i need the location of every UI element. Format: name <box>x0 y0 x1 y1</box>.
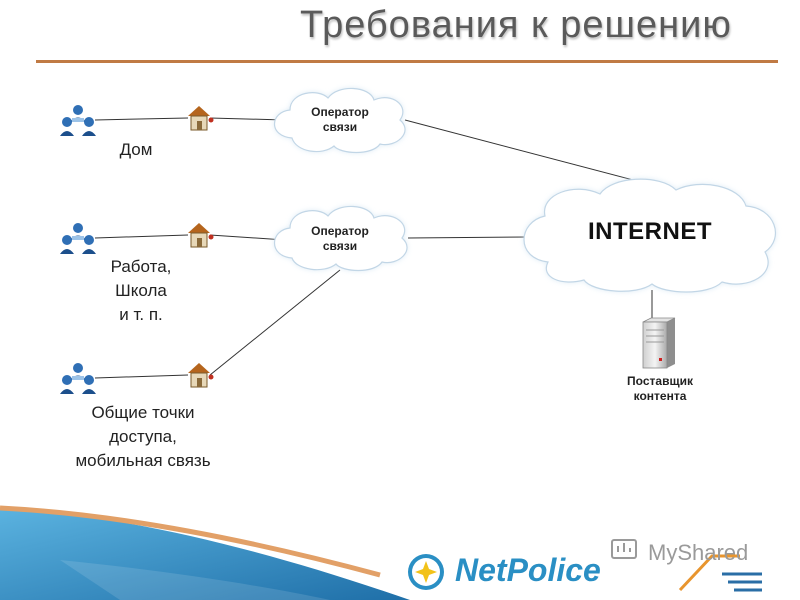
link-home-users-router <box>94 117 189 121</box>
link-public-router-operator <box>209 269 341 376</box>
site-label-public: Общие точки доступа, мобильная связь <box>75 403 211 470</box>
connection-lines <box>94 117 653 379</box>
server-icon <box>642 317 676 369</box>
link-operator1-internet <box>404 119 653 186</box>
title-divider <box>36 60 778 63</box>
operator-cloud-1 <box>274 87 406 154</box>
site-label-home: Дом <box>119 140 153 159</box>
users-group-icon-home <box>60 105 96 136</box>
house-router-icon-work <box>188 223 214 248</box>
link-work-users-router <box>94 234 189 239</box>
operator-label-1: Оператор связи <box>311 105 369 134</box>
house-router-icon-home <box>188 106 214 131</box>
users-group-icon-work <box>60 223 96 254</box>
user-figure-icon <box>60 363 96 394</box>
internet-label: INTERNET <box>588 218 712 245</box>
content-provider-label: Поставщик контента <box>627 374 693 403</box>
internet-cloud <box>523 178 776 293</box>
netpolice-logo-icon <box>408 554 444 590</box>
link-operator2-internet <box>407 236 529 239</box>
operator-label-2: Оператор связи <box>311 224 369 253</box>
link-home-router-operator <box>209 117 286 121</box>
site-label-work: Работа, Школа и т. п. <box>110 257 172 324</box>
myshared-watermark-text: MyShared <box>648 540 749 565</box>
user-figure-icon <box>60 223 96 254</box>
arrow-lines-decoration <box>678 554 762 592</box>
page-title: Требования к решению <box>300 4 732 46</box>
operator-cloud-2 <box>274 205 408 272</box>
link-public-users-router <box>94 374 189 379</box>
house-router-icon-public <box>188 363 214 388</box>
user-figure-icon <box>60 105 96 136</box>
users-group-icon-public <box>60 363 96 394</box>
netpolice-logo-text: NetPolice <box>455 552 601 588</box>
corner-decoration <box>0 505 410 600</box>
myshared-watermark-icon <box>611 539 637 559</box>
link-work-router-operator <box>209 234 286 241</box>
